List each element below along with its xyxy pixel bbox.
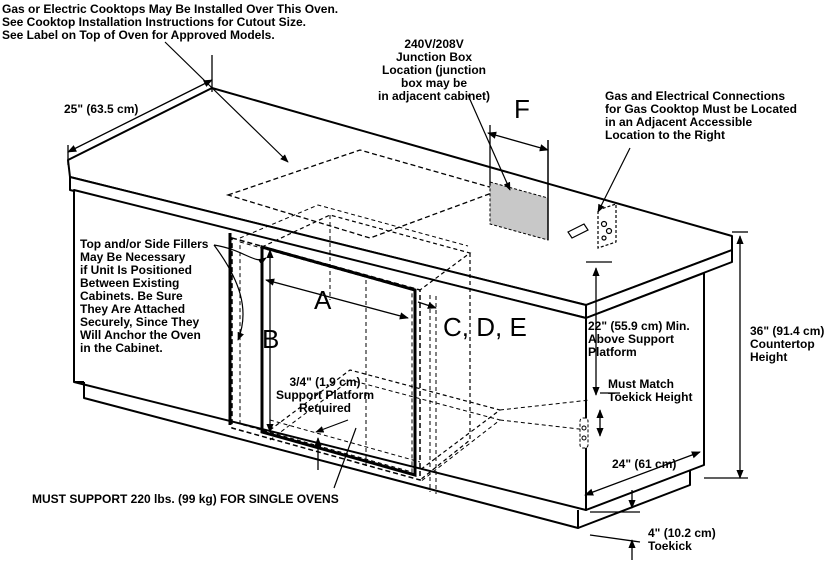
gas-connections-note: Gas and Electrical Connections for Gas C… (605, 89, 798, 142)
depth-25-label: 25" (63.5 cm) (64, 102, 139, 116)
toekick-label: 4" (10.2 cm) Toekick (648, 526, 716, 553)
junction-box-label: 240V/208V Junction Box Location (junctio… (378, 37, 491, 103)
gas-outlet (567, 203, 617, 249)
dimension-b-label: B (262, 324, 280, 354)
fillers-note: Top and/or Side Fillers May Be Necessary… (80, 237, 209, 355)
dimension-f-label: F (514, 94, 530, 124)
support-platform-label: 3/4" (1.9 cm) Support Platform Required (276, 375, 374, 415)
oven-opening (228, 204, 591, 494)
toekick-match-label: Must Match Toekick Height (608, 377, 693, 404)
cooktop-note: Gas or Electric Cooktops May Be Installe… (2, 2, 339, 42)
cooktop-cutout (225, 149, 503, 239)
must-support-note: MUST SUPPORT 220 lbs. (99 kg) FOR SINGLE… (32, 492, 339, 506)
countertop-height-label: 36" (91.4 cm) Countertop Height (750, 324, 825, 364)
side-outlet (579, 417, 589, 449)
dimension-cde-label: C, D, E (443, 312, 527, 342)
dimension-a-label: A (314, 285, 332, 315)
depth-24-label: 24" (61 cm) (612, 457, 677, 471)
platform-height-label: 22" (55.9 cm) Min. Above Support Platfor… (588, 319, 690, 359)
countertop (67, 87, 733, 319)
